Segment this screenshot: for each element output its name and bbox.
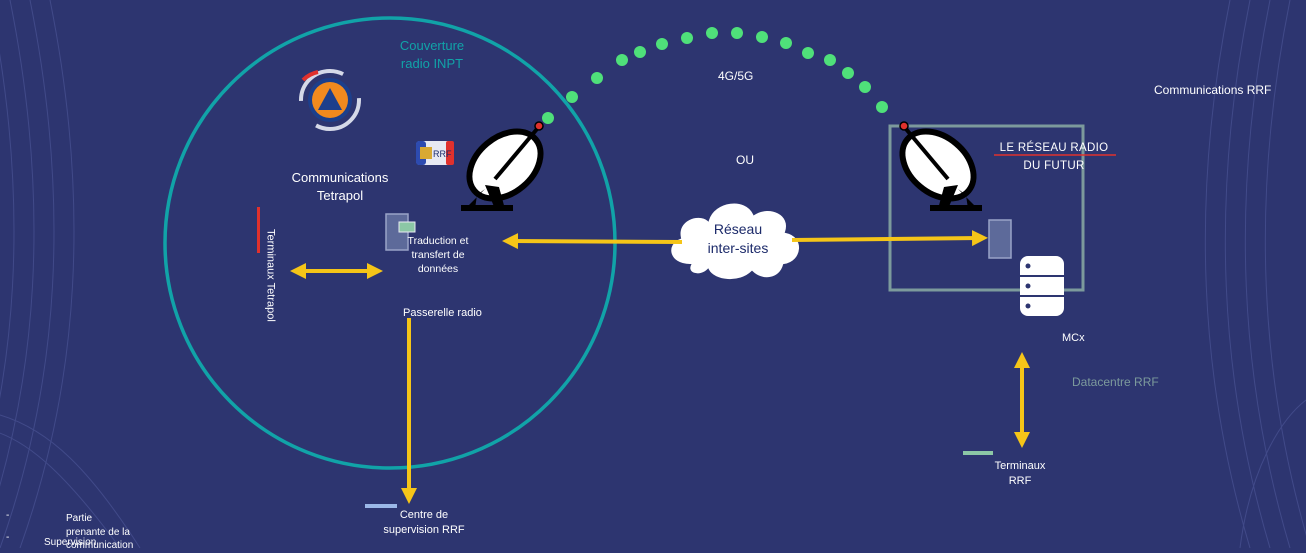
terminaux-tetrapol-label: Terminaux Tetrapol — [264, 229, 277, 322]
communications-tetrapol-label: Communications Tetrapol — [291, 170, 389, 203]
legend-bullet: - — [6, 510, 10, 521]
server-database-icon — [1020, 256, 1064, 316]
logo-line-2: DU FUTUR — [1023, 159, 1085, 172]
traduction-label: Traduction et transfert de données — [407, 235, 469, 276]
wireless-link-dots — [542, 27, 888, 124]
legend-item-text: Partie prenante de la communication — [66, 513, 134, 551]
satellite-dish-icon — [899, 121, 982, 211]
mcx-label: MCx — [1062, 332, 1085, 344]
logo-text: LE RÉSEAU RADIO DU FUTUR — [990, 140, 1118, 176]
logo-line-1: LE RÉSEAU RADIO — [999, 142, 1109, 154]
datacentre-label: Datacentre RRF — [1072, 375, 1159, 389]
communications-rrf-label: Communications RRF — [1154, 83, 1272, 97]
ou-label: OU — [736, 153, 754, 167]
supervision-terminal-symbol — [365, 504, 397, 508]
satellite-dish-icon — [461, 121, 544, 211]
link-4g5g-label: 4G/5G — [718, 69, 754, 83]
legend-item-text: Supervision — [44, 537, 97, 548]
cloud-icon — [669, 201, 801, 281]
civil-protection-logo — [299, 69, 361, 131]
centre-supervision-label: Centre de supervision RRF — [383, 509, 465, 536]
terminal-rrf-symbol — [963, 451, 993, 455]
arrow-network-datacentre — [791, 230, 988, 247]
terminal-tetrapol-symbol — [257, 207, 260, 253]
rrf-badge-label: RRF — [433, 149, 452, 159]
legend-item: - — [6, 509, 9, 523]
rrf-gateway-device — [988, 219, 1012, 259]
reseau-inter-sites-label: Réseau inter-sites — [707, 221, 769, 256]
passerelle-radio-label: Passerelle radio — [403, 307, 482, 319]
legend-bullet: - — [6, 532, 10, 543]
legend-item: - — [6, 531, 9, 545]
terminaux-rrf-label: Terminaux RRF — [994, 460, 1046, 487]
sim-card-icon — [416, 141, 454, 165]
coverage-label: Couverture radio INPT — [399, 38, 465, 71]
datacentre-box — [888, 124, 1085, 292]
arrow-gateway-network — [502, 233, 683, 250]
gateway-screen — [398, 221, 416, 233]
